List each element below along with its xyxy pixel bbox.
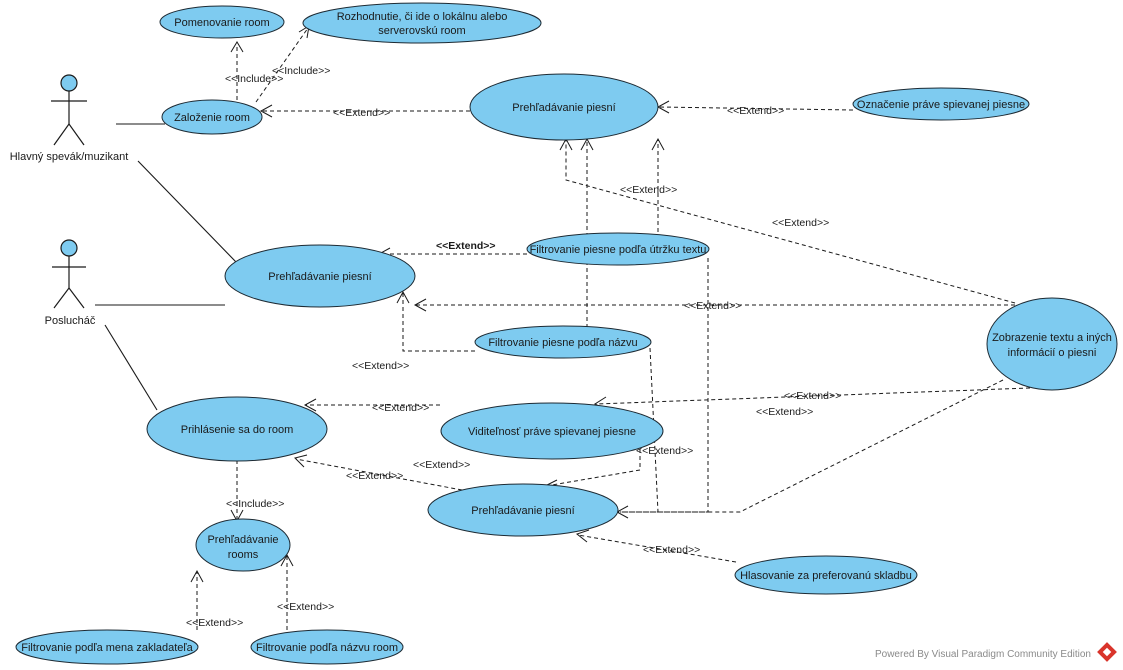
footer: Powered By Visual Paradigm Community Edi… (875, 642, 1117, 662)
extend-show-visibility (595, 387, 1031, 405)
svg-text:Prehľadávanie piesní: Prehľadávanie piesní (268, 271, 372, 283)
extend-filtername-browse-mid (402, 293, 475, 352)
label-extend-founder: <<Extend>> (186, 617, 243, 629)
actor-head (60, 74, 78, 92)
svg-text:Prehľadávanie piesní: Prehľadávanie piesní (471, 505, 575, 517)
usecase-naming-room[interactable]: Pomenovanie room (159, 5, 285, 39)
svg-text:serverovskú room: serverovskú room (378, 25, 465, 37)
extend-show-browse-bottom (620, 379, 1004, 513)
associations (95, 123, 237, 411)
label-extend-create: <<Extend>> (333, 107, 390, 119)
usecase-filter-name[interactable]: Filtrovanie piesne podľa názvu (474, 325, 652, 359)
svg-text:Hlasovanie za preferovanú skla: Hlasovanie za preferovanú skladbu (740, 570, 912, 582)
label-extend-fragment-mid: <<Extend>> (436, 240, 496, 252)
usecase-browse-songs-mid[interactable]: Prehľadávanie piesní (224, 244, 416, 308)
svg-text:Zobrazenie textu a iných: Zobrazenie textu a iných (992, 332, 1112, 344)
svg-text:rooms: rooms (228, 549, 259, 561)
actor-singer[interactable]: Hlavný spevák/muzikant (10, 74, 129, 163)
svg-text:Rozhodnutie, či ide o lokálnu: Rozhodnutie, či ide o lokálnu alebo (337, 11, 508, 23)
actor-head (60, 239, 78, 257)
svg-text:Označenie práve spievanej pies: Označenie práve spievanej piesne (857, 99, 1025, 111)
extend-mark-browse (658, 106, 854, 111)
svg-text:Filtrovanie podľa mena zaklada: Filtrovanie podľa mena zakladateľa (21, 642, 193, 654)
svg-text:informácií o piesni: informácií o piesni (1008, 347, 1097, 359)
svg-text:Založenie room: Založenie room (174, 112, 250, 124)
label-extend-vis-bottom: <<Extend>> (636, 445, 693, 457)
label-extend-show-vis-2: <<Extend>> (756, 406, 813, 418)
usecase-decide-room[interactable]: Rozhodnutie, či ide o lokálnu alebo serv… (302, 2, 542, 44)
svg-text:Filtrovanie piesne podľa útržk: Filtrovanie piesne podľa útržku textu (530, 244, 707, 256)
svg-text:Prehľadávanie piesní: Prehľadávanie piesní (512, 102, 616, 114)
extend-fragment-browse-bottom (618, 258, 709, 513)
usecase-browse-rooms[interactable]: Prehľadávanie rooms (195, 518, 291, 572)
usecase-show-text[interactable]: Zobrazenie textu a iných informácií o pi… (986, 297, 1118, 391)
svg-text:Prihlásenie sa do room: Prihlásenie sa do room (181, 424, 294, 436)
svg-text:Prehľadávanie: Prehľadávanie (207, 534, 278, 546)
extend-vote-browsebottom (577, 534, 737, 563)
visual-paradigm-logo-icon (1097, 642, 1117, 662)
extend-show-browse-top (565, 140, 1016, 304)
usecase-create-room[interactable]: Založenie room (161, 99, 263, 135)
label-extend-bottom-login: <<Extend>> (346, 470, 403, 482)
label-extend-filtername-mid: <<Extend>> (352, 360, 409, 372)
usecase-filter-fragment[interactable]: Filtrovanie piesne podľa útržku textu (526, 232, 710, 266)
label-include-2: <<Include>> (272, 65, 330, 77)
label-extend-show-vis-1: <<Extend>> (784, 390, 841, 402)
svg-text:Filtrovanie podľa názvu room: Filtrovanie podľa názvu room (256, 642, 398, 654)
label-extend-roomname: <<Extend>> (277, 601, 334, 613)
extend-visibility-browsebottom (545, 442, 641, 487)
actor-singer-label: Hlavný spevák/muzikant (10, 151, 129, 163)
usecase-login-room[interactable]: Prihlásenie sa do room (146, 396, 328, 462)
actor-listener[interactable]: Poslucháč (45, 239, 96, 327)
extend-browsebottom-login (295, 458, 463, 491)
label-extend-fragment-top: <<Extend>> (620, 184, 677, 196)
usecase-filter-room-name[interactable]: Filtrovanie podľa názvu room (250, 629, 404, 665)
label-extend-mark: <<Extend>> (727, 105, 784, 117)
usecase-browse-songs-top[interactable]: Prehľadávanie piesní (469, 73, 659, 141)
label-include-login: <<Include>> (226, 498, 284, 510)
relationship-labels: <<Include>> <<Include>> <<Extend>> <<Ext… (186, 65, 841, 629)
actor-listener-label: Poslucháč (45, 315, 96, 327)
svg-text:Filtrovanie piesne podľa názvu: Filtrovanie piesne podľa názvu (488, 337, 637, 349)
usecase-mark-song[interactable]: Označenie práve spievanej piesne (852, 87, 1030, 121)
label-extend-vote: <<Extend>> (643, 544, 700, 556)
label-extend-show-top: <<Extend>> (772, 217, 829, 229)
label-include-1: <<Include>> (225, 73, 283, 85)
include-decide (255, 27, 309, 103)
usecase-filter-founder[interactable]: Filtrovanie podľa mena zakladateľa (15, 629, 199, 665)
assoc-singer-browse (137, 160, 237, 263)
usecase-browse-songs-bottom[interactable]: Prehľadávanie piesní (427, 483, 619, 537)
usecase-vote[interactable]: Hlasovanie za preferovanú skladbu (734, 555, 918, 595)
svg-text:Viditeľnosť práve spievanej pi: Viditeľnosť práve spievanej piesne (468, 426, 636, 438)
label-extend-show-mid: <<Extend>> (684, 300, 741, 312)
svg-text:Pomenovanie room: Pomenovanie room (174, 17, 269, 29)
label-extend-bottom-1: <<Extend>> (413, 459, 470, 471)
assoc-listener-login (104, 324, 158, 411)
usecase-visibility[interactable]: Viditeľnosť práve spievanej piesne (440, 402, 664, 460)
label-extend-vis-login: <<Extend>> (372, 402, 429, 414)
footer-text: Powered By Visual Paradigm Community Edi… (875, 649, 1091, 660)
